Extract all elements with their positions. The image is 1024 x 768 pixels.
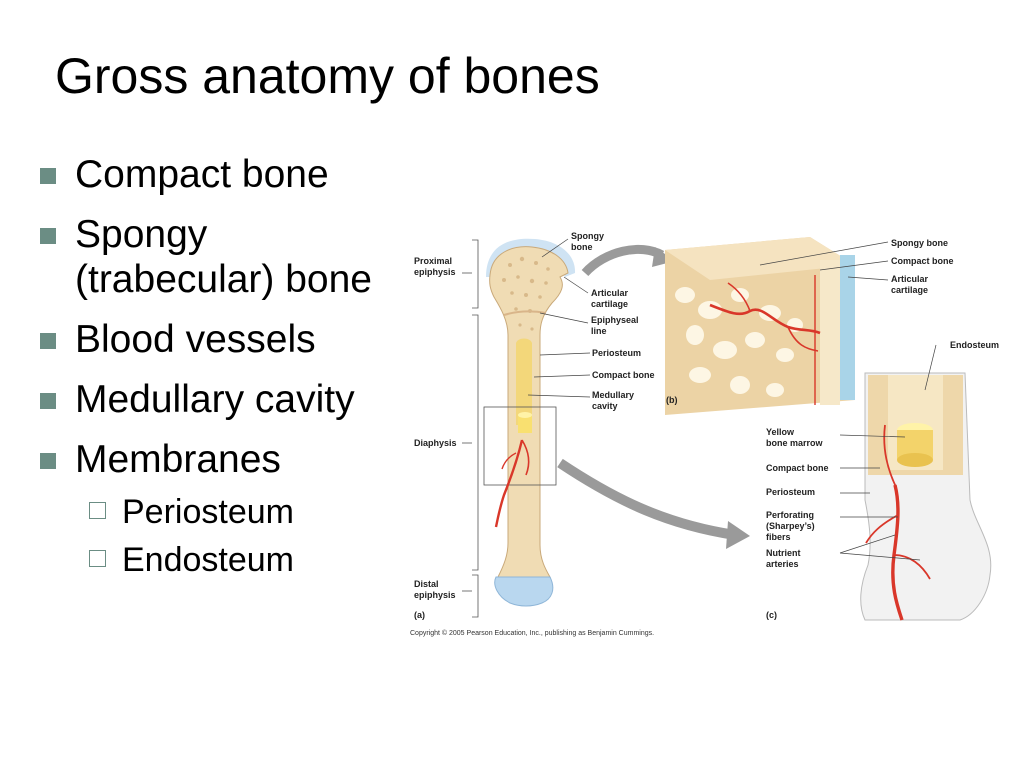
label-sharpeys: (Sharpey’s) [766, 521, 815, 531]
bullet-item: Medullary cavity [38, 377, 383, 422]
label-articular: Articular [591, 288, 629, 298]
bullet-text: Medullary cavity [75, 378, 355, 421]
label-spongy-bone: bone [571, 242, 593, 252]
slide-title: Gross anatomy of bones [55, 48, 600, 104]
label-yellow-bone-marrow: bone marrow [766, 438, 824, 448]
hollow-square-bullet-icon [89, 502, 106, 519]
label-periosteum-c: Periosteum [766, 487, 815, 497]
label-diaphysis: Diaphysis [414, 438, 457, 448]
bone-anatomy-figure: Proximal epiphysis Diaphysis Distal epip… [400, 225, 1020, 645]
magnify-arrow-to-c-icon [557, 458, 736, 540]
label-endosteum: Endosteum [950, 340, 999, 350]
sub-bullet-item: Endosteum [87, 536, 383, 584]
label-periosteum-a: Periosteum [592, 348, 641, 358]
label-arteries: arteries [766, 559, 799, 569]
square-bullet-icon [40, 228, 56, 244]
magnify-arrow-to-b-icon [581, 244, 665, 277]
label-fibers: fibers [766, 532, 791, 542]
bullet-text: Compact bone [75, 153, 329, 196]
sub-bullet-text: Periosteum [122, 493, 294, 531]
bullet-item: Spongy (trabecular) bone [38, 212, 383, 302]
spongy-bone-block-drawing [665, 237, 889, 415]
label-medullary-cavity: cavity [592, 401, 618, 411]
label-nutrient: Nutrient [766, 548, 801, 558]
long-bone-drawing [462, 238, 591, 618]
bullet-item: Membranes Periosteum Endosteum [38, 437, 383, 584]
label-medullary: Medullary [592, 390, 634, 400]
label-yellow: Yellow [766, 427, 795, 437]
square-bullet-icon [40, 333, 56, 349]
sub-bullet-item: Periosteum [87, 488, 383, 536]
label-compact-bone-b: Compact bone [891, 256, 954, 266]
label-articular-b: Articular [891, 274, 929, 284]
panel-c-label: (c) [766, 610, 777, 620]
label-perforating: Perforating [766, 510, 814, 520]
label-spongy: Spongy [571, 231, 604, 241]
label-proximal: Proximal [414, 256, 452, 266]
label-articular-cartilage: cartilage [591, 299, 628, 309]
bone-anatomy-illustration: Proximal epiphysis Diaphysis Distal epip… [410, 231, 999, 637]
panel-a-label: (a) [414, 610, 425, 620]
label-epiphyseal: Epiphyseal [591, 315, 639, 325]
label-compact-bone-c: Compact bone [766, 463, 829, 473]
label-compact-bone-a: Compact bone [592, 370, 655, 380]
bullet-item: Blood vessels [38, 317, 383, 362]
square-bullet-icon [40, 393, 56, 409]
bullet-text: Spongy (trabecular) bone [75, 213, 372, 301]
label-proximal-epiphysis: epiphysis [414, 267, 456, 277]
label-spongy-bone-b: Spongy bone [891, 238, 948, 248]
sub-bullet-text: Endosteum [122, 541, 294, 579]
label-cartilage-b: cartilage [891, 285, 928, 295]
label-distal-epiphysis: epiphysis [414, 590, 456, 600]
figure-copyright: Copyright © 2005 Pearson Education, Inc.… [410, 629, 654, 637]
square-bullet-icon [40, 168, 56, 184]
label-epiphyseal-line: line [591, 326, 607, 336]
label-distal: Distal [414, 579, 439, 589]
panel-b-label: (b) [666, 395, 678, 405]
sub-bullet-list: Periosteum Endosteum [75, 488, 383, 584]
hollow-square-bullet-icon [89, 550, 106, 567]
square-bullet-icon [40, 453, 56, 469]
bullet-list: Compact bone Spongy (trabecular) bone Bl… [38, 152, 383, 599]
bullet-text: Membranes [75, 438, 281, 481]
bullet-item: Compact bone [38, 152, 383, 197]
bullet-text: Blood vessels [75, 318, 316, 361]
diaphysis-section-drawing [839, 344, 992, 621]
